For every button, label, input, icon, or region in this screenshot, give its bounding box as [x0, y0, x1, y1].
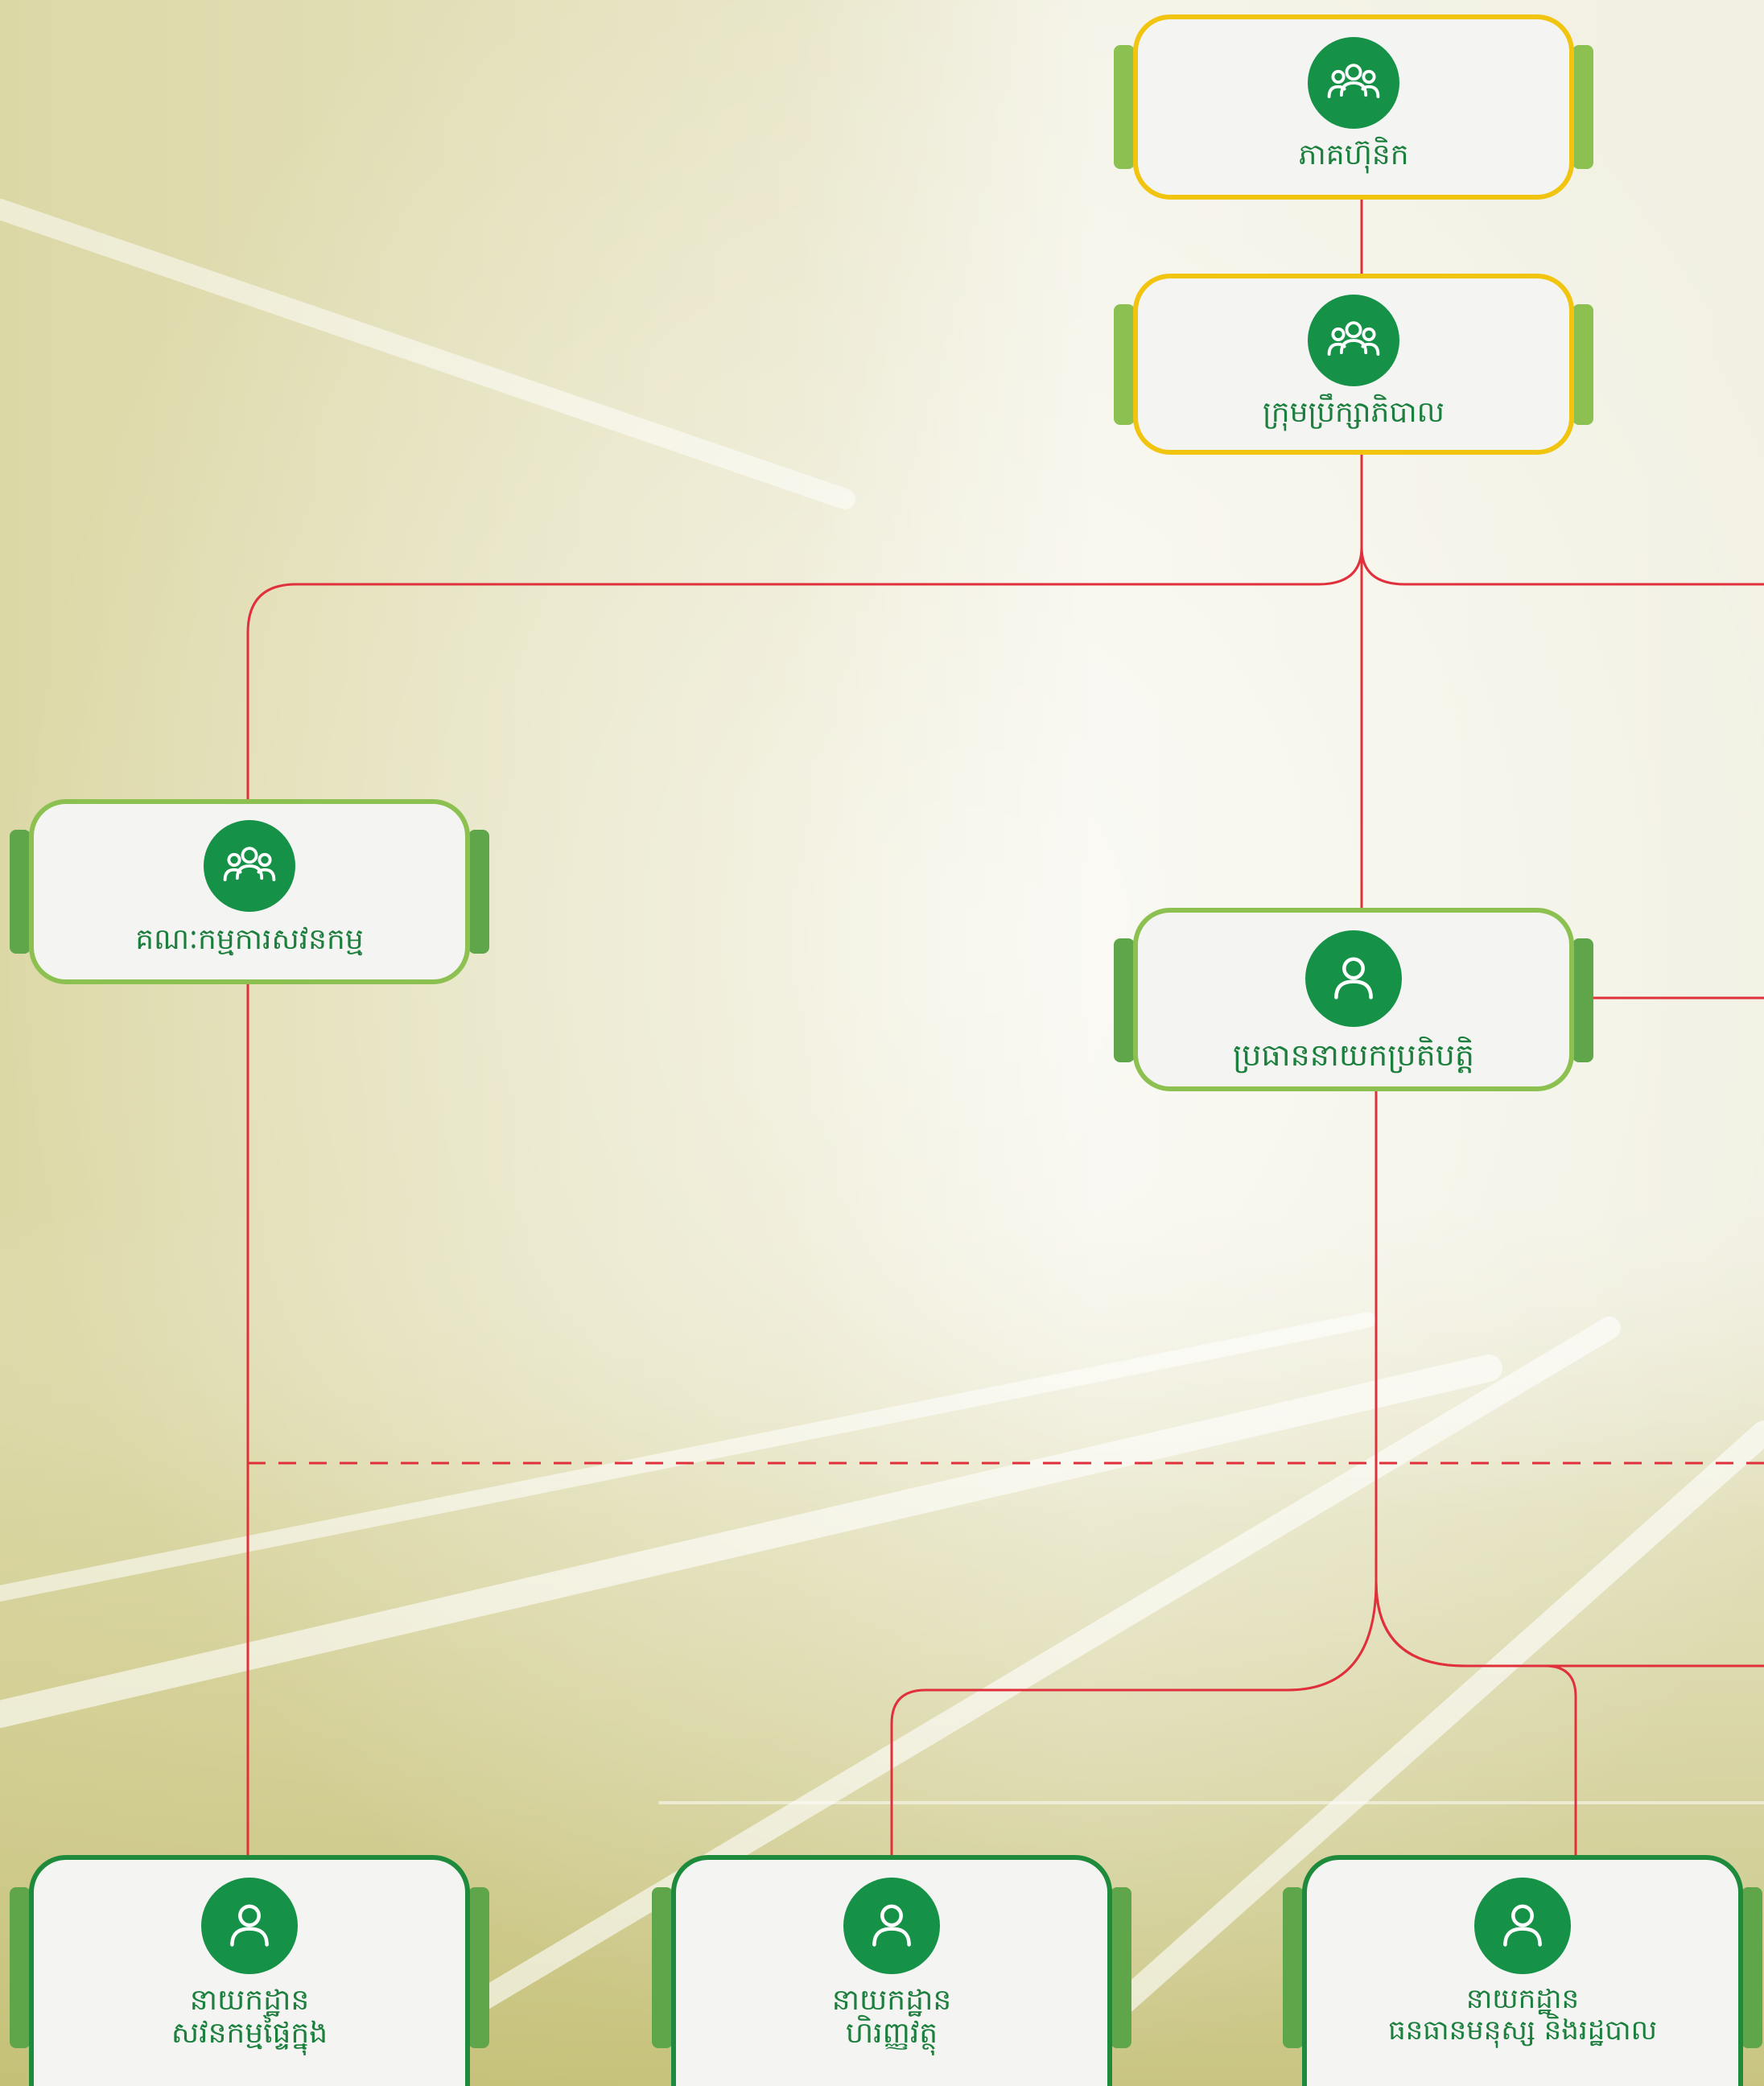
node-card: នាយកដ្ឋាន ធនធានមនុស្ស និងរដ្ឋបាល — [1302, 1855, 1743, 2086]
node-label-line-2: ហិរញ្ញវត្ថុ — [845, 2017, 938, 2051]
group-icon — [1308, 295, 1399, 386]
node-tab-left — [10, 1887, 31, 2048]
node-card: គណៈកម្មការសវនកម្ម — [29, 799, 470, 984]
connector-ceo-far-right — [1375, 1581, 1764, 1668]
node-label: ក្រុមប្រឹក្សាភិបាល — [1263, 396, 1445, 429]
node-tab-left — [10, 830, 31, 954]
node-hr-admin-department: នាយកដ្ឋាន ធនធានមនុស្ស និងរដ្ឋបាល — [1283, 1855, 1762, 2086]
group-icon — [1308, 37, 1399, 129]
node-card: នាយកដ្ឋាន សវនកម្មផ្ទៃក្នុង — [29, 1855, 470, 2086]
node-tab-right — [1572, 304, 1593, 425]
node-label-line-1: នាយកដ្ឋាន — [831, 1984, 952, 2017]
node-board: ក្រុមប្រឹក្សាភិបាល — [1114, 274, 1593, 455]
node-finance-department: នាយកដ្ឋាន ហិរញ្ញវត្ថុ — [652, 1855, 1131, 2086]
node-label: នាយកដ្ឋាន ហិរញ្ញវត្ថុ — [832, 1984, 952, 2051]
node-tab-right — [1741, 1887, 1762, 2048]
node-tab-left — [1114, 304, 1135, 425]
node-audit-committee: គណៈកម្មការសវនកម្ម — [10, 799, 489, 984]
node-tab-left — [1283, 1887, 1304, 2048]
node-label-line-1: នាយកដ្ឋាន — [189, 1984, 310, 2017]
node-label: ភាគហ៊ុនិក — [1298, 138, 1409, 171]
node-tab-left — [1114, 938, 1135, 1062]
node-label-line-1: នាយកដ្ឋាន — [1465, 1983, 1580, 2015]
node-card: ភាគហ៊ុនិក — [1133, 14, 1574, 200]
node-label: នាយកដ្ឋាន សវនកម្មផ្ទៃក្នុង — [171, 1984, 328, 2051]
node-tab-right — [1111, 1887, 1131, 2048]
node-card: នាយកដ្ឋាន ហិរញ្ញវត្ថុ — [671, 1855, 1112, 2086]
node-card: ប្រធាននាយកប្រតិបត្តិ — [1133, 908, 1574, 1091]
connector-ceo-finance — [890, 1581, 1378, 1855]
node-label: នាយកដ្ឋាន ធនធានមនុស្ស និងរដ្ឋបាល — [1388, 1983, 1657, 2047]
connector-board-audit-committee — [246, 546, 1363, 799]
node-internal-audit-department: នាយកដ្ឋាន សវនកម្មផ្ទៃក្នុង — [10, 1855, 489, 2086]
node-shareholders: ភាគហ៊ុនិក — [1114, 14, 1593, 200]
node-card: ក្រុមប្រឹក្សាភិបាល — [1133, 274, 1574, 455]
node-tab-right — [468, 830, 489, 954]
connector-ceo-hr — [1375, 1581, 1577, 1855]
node-tab-right — [1572, 45, 1593, 169]
person-icon — [1305, 930, 1402, 1027]
node-tab-left — [1114, 45, 1135, 169]
node-label-line-2: ធនធានមនុស្ស និងរដ្ឋបាល — [1388, 2014, 1657, 2047]
person-icon — [1474, 1878, 1571, 1974]
node-ceo: ប្រធាននាយកប្រតិបត្តិ — [1114, 908, 1593, 1091]
person-icon — [843, 1878, 940, 1974]
node-tab-left — [652, 1887, 673, 2048]
connector-board-right — [1360, 546, 1764, 586]
node-tab-right — [1572, 938, 1593, 1062]
node-tab-right — [468, 1887, 489, 2048]
node-label: គណៈកម្មការសវនកម្ម — [135, 923, 364, 956]
group-icon — [204, 820, 295, 912]
person-icon — [201, 1878, 298, 1974]
node-label: ប្រធាននាយកប្រតិបត្តិ — [1232, 1037, 1475, 1073]
node-label-line-2: សវនកម្មផ្ទៃក្នុង — [171, 2017, 328, 2051]
